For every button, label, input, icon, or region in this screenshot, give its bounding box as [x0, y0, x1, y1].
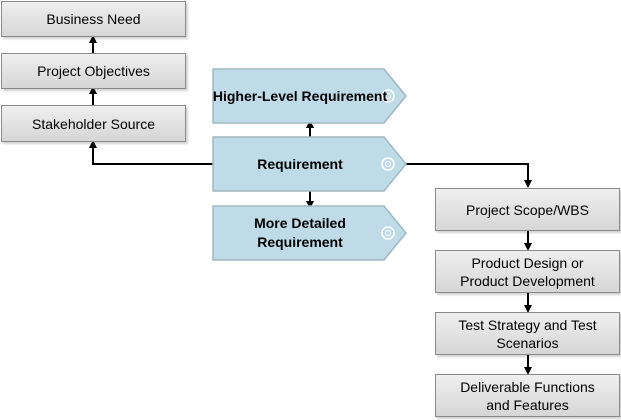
product-design-label: Product Design or Product Development: [460, 254, 595, 289]
business-need-label: Business Need: [46, 11, 141, 27]
test-strategy-label: Test Strategy and Test Scenarios: [458, 316, 597, 351]
requirement-tag: Requirement: [212, 136, 408, 192]
higher-level-requirement-label: Higher-Level Requirement: [212, 87, 388, 104]
more-detailed-requirement-label: More Detailed Requirement: [254, 215, 346, 250]
tag-shape: [212, 136, 407, 192]
project-scope-wbs-label: Project Scope/WBS: [466, 201, 589, 218]
stakeholder-source-label: Stakeholder Source: [32, 115, 155, 132]
tag-hole-icon: [381, 226, 395, 240]
arrow-requirement-to-scope: [404, 163, 532, 188]
requirement-label: Requirement: [257, 155, 343, 172]
test-strategy-box: Test Strategy and Test Scenarios: [435, 312, 620, 355]
stakeholder-source-box: Stakeholder Source: [1, 105, 186, 142]
project-objectives-label: Project Objectives: [37, 63, 150, 79]
tag-shape: [212, 68, 407, 124]
product-design-box: Product Design or Product Development: [435, 250, 620, 293]
project-scope-wbs-box: Project Scope/WBS: [435, 188, 620, 231]
business-need-box: Business Need: [1, 1, 186, 37]
more-detailed-requirement-tag: More Detailed Requirement: [212, 205, 408, 261]
tag-shape: [212, 205, 407, 261]
arrow-requirement-to-stakeholder: [89, 140, 216, 165]
deliverables-box: Deliverable Functions and Features: [435, 374, 620, 417]
tag-hole-icon: [381, 157, 395, 171]
higher-level-requirement-tag: Higher-Level Requirement: [212, 68, 408, 124]
tag-hole-icon: [381, 89, 395, 103]
project-objectives-box: Project Objectives: [1, 53, 186, 89]
deliverables-label: Deliverable Functions and Features: [460, 378, 595, 413]
